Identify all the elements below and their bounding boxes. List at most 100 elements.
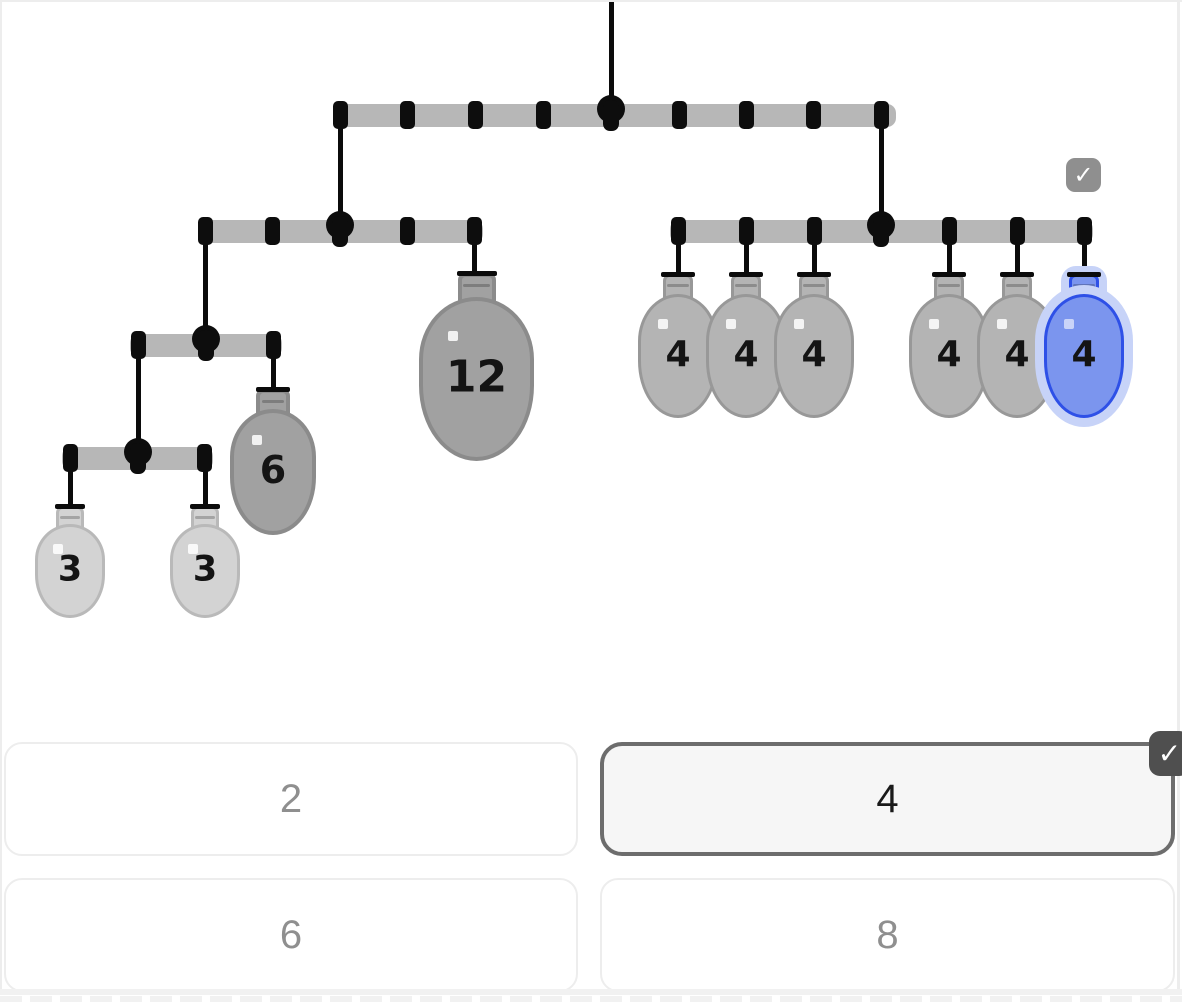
shine-icon <box>929 319 940 330</box>
string <box>812 240 817 282</box>
balloon-value: 4 <box>665 333 691 375</box>
string <box>136 354 141 456</box>
balloon-6[interactable]: 6 <box>230 387 316 537</box>
beam-left-inner <box>130 325 282 361</box>
peg <box>806 101 821 129</box>
pivot <box>873 216 889 247</box>
string <box>338 118 343 230</box>
balloon-value: 4 <box>936 333 962 375</box>
balloon-hook <box>797 272 831 277</box>
string <box>947 240 952 282</box>
peg <box>739 101 754 129</box>
page-border-top <box>0 0 1182 2</box>
balloon-value: 4 <box>1071 333 1097 375</box>
beam-right <box>670 211 1093 247</box>
balloon-4[interactable]: 4 <box>977 272 1057 420</box>
balloon-value: 4 <box>1004 333 1030 375</box>
balloon-hook <box>190 504 220 509</box>
peg <box>131 331 146 359</box>
balloon-value: 4 <box>801 333 827 375</box>
peg <box>400 217 415 245</box>
string <box>1082 240 1087 282</box>
page-border-left <box>0 0 2 990</box>
balloon-hook <box>456 271 497 276</box>
peg <box>807 217 822 245</box>
balloon-value: 4 <box>733 333 759 375</box>
peg <box>942 217 957 245</box>
string <box>1015 240 1020 282</box>
answer-option-2[interactable]: 2 <box>4 742 578 856</box>
string <box>744 240 749 282</box>
peg <box>739 217 754 245</box>
answer-option-4[interactable]: 4 <box>600 742 1175 856</box>
peg <box>197 444 212 472</box>
peg <box>63 444 78 472</box>
string-root <box>609 0 614 112</box>
balloon-4[interactable]: 4 <box>774 272 854 420</box>
shine-icon <box>794 319 805 330</box>
balloon-hook <box>1067 272 1101 277</box>
pivot <box>198 330 214 361</box>
balloon-value: 6 <box>259 448 287 493</box>
balloon-body: 4 <box>1044 294 1124 418</box>
balloon-hook <box>55 504 85 509</box>
pivot <box>603 100 619 131</box>
progress-track-segments <box>0 996 1182 1002</box>
balloon-body: 6 <box>230 409 316 535</box>
balloon-body: 12 <box>419 297 534 461</box>
peg <box>672 101 687 129</box>
peg <box>198 217 213 245</box>
balloon-body: 4 <box>706 294 786 418</box>
peg <box>400 101 415 129</box>
string <box>68 467 73 513</box>
balloon-value: 3 <box>57 549 83 590</box>
peg <box>266 331 281 359</box>
shine-icon <box>726 319 737 330</box>
progress-track-band <box>0 989 1182 995</box>
peg <box>874 101 889 129</box>
check-icon: ✓ <box>1073 161 1094 189</box>
balloon-body: 3 <box>170 524 240 618</box>
pivot <box>332 216 348 247</box>
check-icon: ✓ <box>1157 737 1182 770</box>
beam-top <box>333 95 896 131</box>
string <box>203 467 208 513</box>
balloon-hook <box>932 272 966 277</box>
page-border-right <box>1177 0 1180 990</box>
string <box>472 240 477 282</box>
selected-answer-check-badge: ✓ <box>1149 731 1182 776</box>
peg <box>468 101 483 129</box>
peg <box>265 217 280 245</box>
shine-icon <box>1064 319 1075 330</box>
selected-check-badge: ✓ <box>1066 158 1101 192</box>
balloon-12[interactable]: 12 <box>419 271 534 463</box>
balloon-hook <box>661 272 695 277</box>
balloon-body: 3 <box>35 524 105 618</box>
shine-icon <box>251 435 262 446</box>
string <box>203 240 208 344</box>
answer-option-8[interactable]: 8 <box>600 878 1175 992</box>
shine-icon <box>52 543 63 554</box>
peg <box>536 101 551 129</box>
beam-left-innermost <box>62 438 213 474</box>
shine-icon <box>447 330 458 341</box>
peg <box>333 101 348 129</box>
string <box>676 240 681 282</box>
shine-icon <box>997 319 1008 330</box>
balloon-4-selected[interactable]: 4 <box>1044 272 1124 420</box>
answer-option-6[interactable]: 6 <box>4 878 578 992</box>
peg <box>1010 217 1025 245</box>
balloon-value: 3 <box>192 549 218 590</box>
balloon-3[interactable]: 3 <box>35 504 105 622</box>
peg <box>1077 217 1092 245</box>
balloon-body: 4 <box>977 294 1057 418</box>
string <box>271 354 276 398</box>
peg <box>671 217 686 245</box>
balloon-3[interactable]: 3 <box>170 504 240 622</box>
shine-icon <box>658 319 669 330</box>
string <box>879 118 884 230</box>
balloon-hook <box>1000 272 1034 277</box>
beam-left <box>198 211 483 247</box>
balloon-4[interactable]: 4 <box>706 272 786 420</box>
